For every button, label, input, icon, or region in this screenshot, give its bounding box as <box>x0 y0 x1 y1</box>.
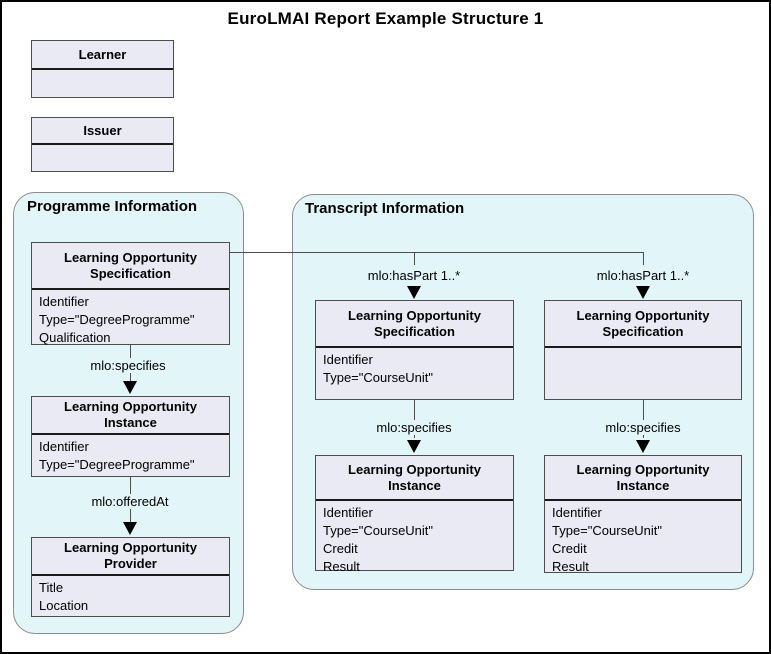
attribute: Title <box>39 580 64 595</box>
attribute: Type="CourseUnit" <box>323 523 434 538</box>
haspart-connector-line <box>230 252 644 253</box>
attribute: Type="DegreeProgramme" <box>39 457 195 472</box>
issuer-class-title: Issuer <box>32 118 173 145</box>
programme-provider-box: Learning Opportunity Provider Title Loca… <box>31 537 230 617</box>
programme-provider-attributes: Title Location <box>32 576 229 615</box>
learner-class-box: Learner <box>31 40 174 98</box>
course2-specification-attributes <box>545 348 741 351</box>
course2-instance-title: Learning Opportunity Instance <box>545 456 741 501</box>
issuer-class-attributes <box>32 145 173 148</box>
programme-specifies-label: mlo:specifies <box>87 358 169 373</box>
course1-specification-box: Learning Opportunity Specification Ident… <box>315 300 514 400</box>
programme-specifies-arrowhead-icon <box>123 381 137 394</box>
course1-specification-title: Learning Opportunity Specification <box>316 301 513 348</box>
haspart-arrowhead-icon-2 <box>636 286 650 299</box>
course2-specifies-arrowhead-icon <box>636 440 650 453</box>
programme-instance-attributes: Identifier Type="DegreeProgramme" <box>32 435 229 474</box>
issuer-class-box: Issuer <box>31 117 174 172</box>
attribute: Identifier <box>39 294 89 309</box>
haspart-label-2: mlo:hasPart 1..* <box>593 268 693 283</box>
haspart-arrowhead-icon-1 <box>407 286 421 299</box>
attribute: Identifier <box>323 505 373 520</box>
attribute: Identifier <box>39 439 89 454</box>
attribute: Qualification <box>39 330 111 345</box>
attribute: Result <box>323 559 360 574</box>
programme-instance-title: Learning Opportunity Instance <box>32 397 229 435</box>
course2-instance-box: Learning Opportunity Instance Identifier… <box>544 455 742 576</box>
attribute: Identifier <box>552 505 602 520</box>
course1-specifies-line <box>414 400 415 438</box>
haspart-drop-line-1 <box>414 252 415 265</box>
programme-instance-box: Learning Opportunity Instance Identifier… <box>31 396 230 477</box>
course1-specification-attributes: Identifier Type="CourseUnit" <box>316 348 513 387</box>
course2-specification-box: Learning Opportunity Specification <box>544 300 742 400</box>
learner-class-attributes <box>32 70 173 73</box>
attribute: Type="CourseUnit" <box>323 370 434 385</box>
course1-specifies-arrowhead-icon <box>407 440 421 453</box>
programme-offeredat-label: mlo:offeredAt <box>88 494 172 509</box>
attribute: Identifier <box>323 352 373 367</box>
programme-specification-title: Learning Opportunity Specification <box>32 243 229 290</box>
learner-class-title: Learner <box>32 41 173 70</box>
course2-instance-attributes: Identifier Type="CourseUnit" Credit Resu… <box>545 501 741 576</box>
attribute: Type="CourseUnit" <box>552 523 663 538</box>
programme-provider-title: Learning Opportunity Provider <box>32 538 229 576</box>
course2-specification-title: Learning Opportunity Specification <box>545 301 741 348</box>
haspart-label-1: mlo:hasPart 1..* <box>364 268 464 283</box>
attribute: Credit <box>323 541 358 556</box>
course1-instance-attributes: Identifier Type="CourseUnit" Credit Resu… <box>316 501 513 576</box>
programme-group-title: Programme Information <box>27 198 198 215</box>
attribute: Location <box>39 598 89 613</box>
programme-specification-box: Learning Opportunity Specification Ident… <box>31 242 230 345</box>
course2-specifies-line <box>643 400 644 438</box>
course1-instance-box: Learning Opportunity Instance Identifier… <box>315 455 514 574</box>
attribute: Result <box>552 559 589 574</box>
attribute: Credit <box>552 541 587 556</box>
programme-specification-attributes: Identifier Type="DegreeProgramme" Qualif… <box>32 290 229 347</box>
transcript-group-title: Transcript Information <box>305 200 465 217</box>
programme-offeredat-arrowhead-icon <box>123 522 137 535</box>
course2-specifies-label: mlo:specifies <box>602 420 684 435</box>
diagram-title: EuroLMAI Report Example Structure 1 <box>227 9 544 28</box>
course1-specifies-label: mlo:specifies <box>373 420 455 435</box>
haspart-drop-line-2 <box>643 252 644 265</box>
course1-instance-title: Learning Opportunity Instance <box>316 456 513 501</box>
attribute: Type="DegreeProgramme" <box>39 312 195 327</box>
